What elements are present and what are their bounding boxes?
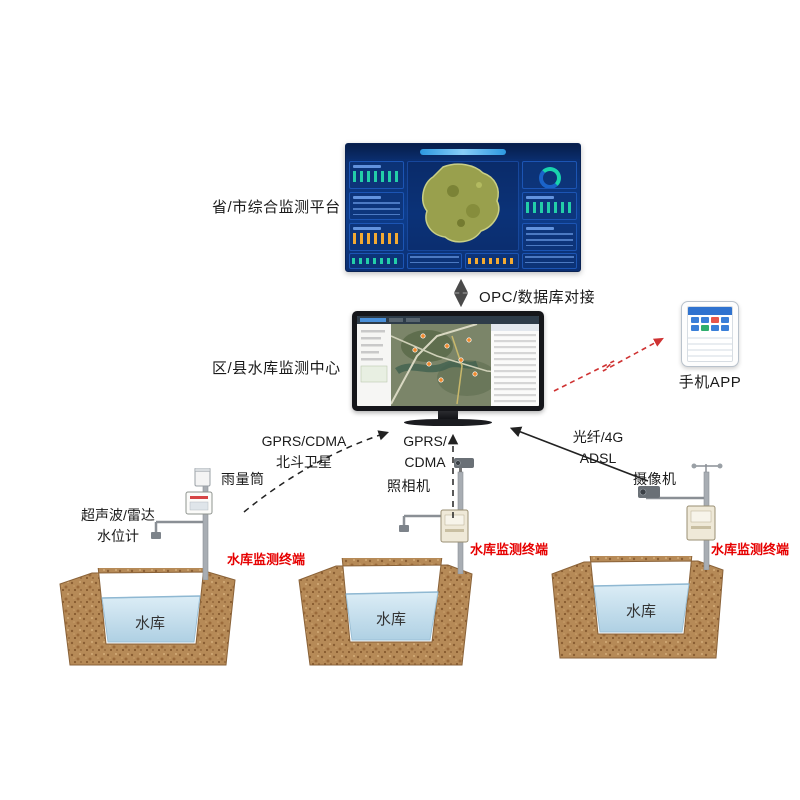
gis-map-screen	[357, 316, 539, 406]
dashboard-map-panel	[407, 161, 519, 251]
dashboard-bottom-panels	[349, 253, 577, 269]
monitor-center-label: 区/县水库监测中心	[212, 360, 341, 377]
soil-basin	[298, 558, 473, 666]
phone-app-list	[688, 333, 732, 361]
rain-gauge-label: 雨量筒	[221, 471, 265, 487]
dashboard-title-strip	[420, 148, 506, 155]
uplink-left-label: GPRS/CDMA 北斗卫星	[256, 431, 352, 473]
monitor-screen	[357, 316, 539, 406]
reservoir-middle: 水库	[298, 558, 473, 666]
reservoir-right: 水库	[551, 556, 724, 659]
dashboard-panel	[522, 223, 577, 251]
terminal-label-right: 水库监测终端	[711, 542, 790, 557]
reservoir-label: 水库	[626, 603, 656, 620]
water-level-sensor	[151, 532, 161, 539]
monitor-stand-neck	[438, 411, 458, 420]
dashboard-gauge-panel	[522, 161, 577, 189]
water-level-sensor	[399, 525, 409, 532]
opc-link-label: OPC/数据库对接	[479, 289, 596, 306]
dashboard-panel	[406, 253, 462, 269]
county-monitor	[352, 311, 544, 411]
phone-app-label: 手机APP	[678, 374, 742, 391]
monitor-stand-base	[404, 419, 492, 426]
soil-basin	[59, 568, 236, 666]
gauge-ring	[538, 167, 561, 188]
mobile-phone	[681, 301, 739, 367]
uplink-right-label: 光纤/4G ADSL	[556, 427, 640, 469]
water-level-sensor-label: 超声波/雷达 水位计	[70, 505, 166, 547]
province-dashboard-screen	[345, 143, 581, 272]
dashboard-left-panels	[349, 161, 404, 251]
terminal-label-left: 水库监测终端	[227, 552, 306, 567]
uplink-left-line2: 北斗卫星	[276, 454, 332, 470]
soil-basin	[551, 556, 724, 659]
dashboard-panel	[464, 253, 520, 269]
phone-screen	[687, 306, 733, 362]
sensor-label-line1: 超声波/雷达	[81, 507, 155, 523]
dashboard-header	[346, 144, 580, 159]
camera-right-label: 摄像机	[633, 471, 677, 487]
dashboard-right-panels	[522, 161, 577, 251]
uplink-left-line1: GPRS/CDMA	[261, 433, 347, 449]
station-left	[151, 468, 213, 580]
phone-app-icons	[688, 315, 732, 333]
screen-left-sidebar	[357, 324, 391, 406]
station-right	[638, 463, 723, 570]
dashboard-panel	[349, 253, 404, 269]
uplink-middle-line1: GPRS/	[403, 433, 447, 449]
dashboard-panel	[522, 192, 577, 220]
camera-middle-label: 照相机	[387, 478, 431, 494]
terminal-label-middle: 水库监测终端	[470, 542, 549, 557]
reservoir-left: 水库	[59, 568, 236, 666]
anemometer-cup	[717, 463, 723, 469]
dashboard-panel	[522, 253, 577, 269]
uplink-right-line1: 光纤/4G	[572, 429, 624, 445]
rain-gauge	[194, 468, 211, 487]
dashboard-panel	[349, 192, 404, 220]
phone-app-header	[688, 307, 732, 315]
anemometer-cup	[691, 463, 697, 469]
station-middle	[399, 458, 474, 574]
province-map	[421, 163, 500, 243]
reservoir-label: 水库	[376, 611, 406, 628]
dashboard-panel	[349, 223, 404, 251]
uplink-right-line2: ADSL	[579, 450, 617, 466]
reservoir-label: 水库	[135, 615, 165, 632]
phone-wireless-arrow	[553, 337, 664, 392]
uplink-middle-line2: CDMA	[404, 454, 446, 470]
sensor-label-line2: 水位计	[97, 528, 139, 544]
dashboard-panel	[349, 161, 404, 189]
map-station-markers	[412, 333, 478, 383]
platform-label: 省/市综合监测平台	[212, 199, 341, 216]
uplink-middle-label: GPRS/ CDMA	[396, 431, 454, 473]
